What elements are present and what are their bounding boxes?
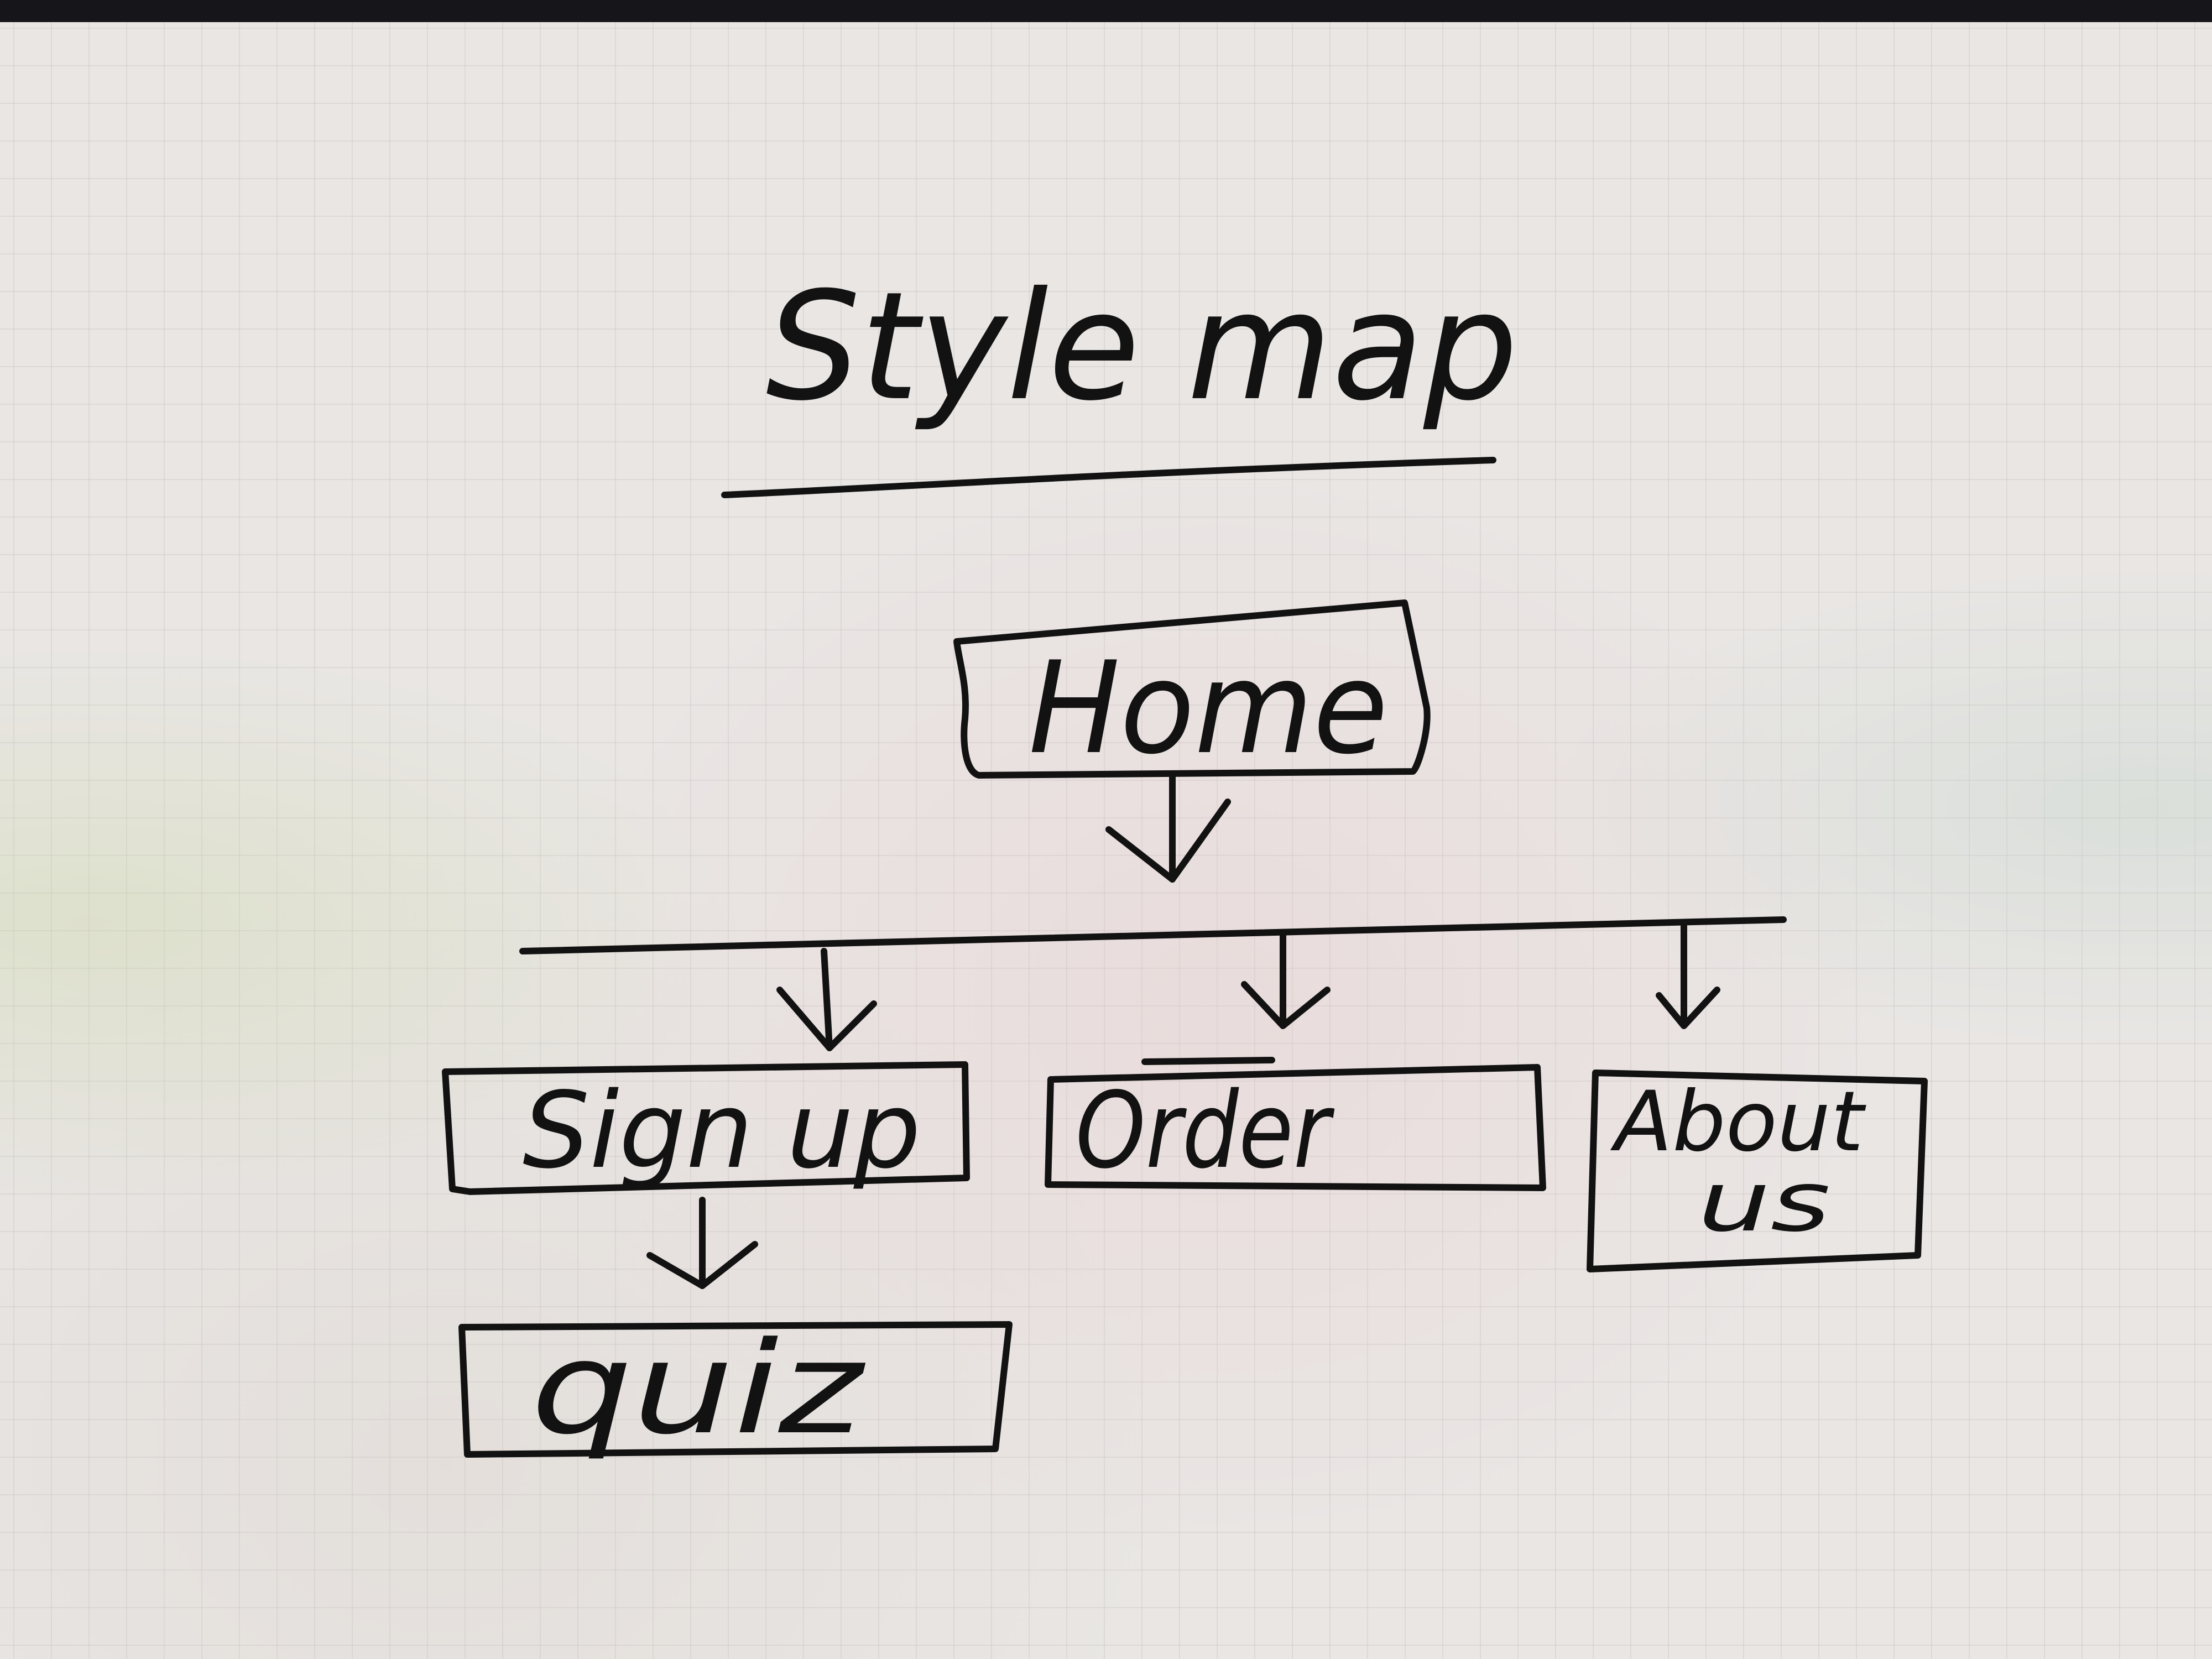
order-box [1045, 1064, 1546, 1191]
quiz-label: quiz [531, 1315, 865, 1463]
home-down-arrow [1105, 771, 1231, 883]
about-label-line1: About [1610, 1074, 1866, 1170]
about-label-line2: us [1698, 1154, 1830, 1250]
quiz-arrow [646, 1197, 758, 1289]
order-label: Order [1076, 1070, 1334, 1192]
signup-box [442, 1061, 970, 1195]
quiz-box [458, 1321, 1013, 1458]
title-underline [721, 457, 1496, 498]
node-home: Home [953, 599, 1431, 782]
node-quiz: quiz [458, 1315, 1013, 1463]
about-arrow [1656, 923, 1720, 1029]
diagram-title: Style map [766, 259, 1518, 434]
branch-bar [519, 916, 1787, 954]
signup-label: Sign up [523, 1070, 921, 1192]
signup-arrow [776, 948, 877, 1051]
order-arrow [1241, 931, 1331, 1029]
about-box [1587, 1070, 1928, 1272]
grid-screen [0, 22, 2212, 1659]
home-box [953, 599, 1431, 779]
monitor-bezel [0, 0, 2212, 22]
node-order: Order [1045, 1057, 1546, 1192]
home-label: Home [1029, 635, 1388, 782]
node-signup: Sign up [442, 1061, 970, 1195]
node-about-us: About us [1587, 1070, 1928, 1272]
